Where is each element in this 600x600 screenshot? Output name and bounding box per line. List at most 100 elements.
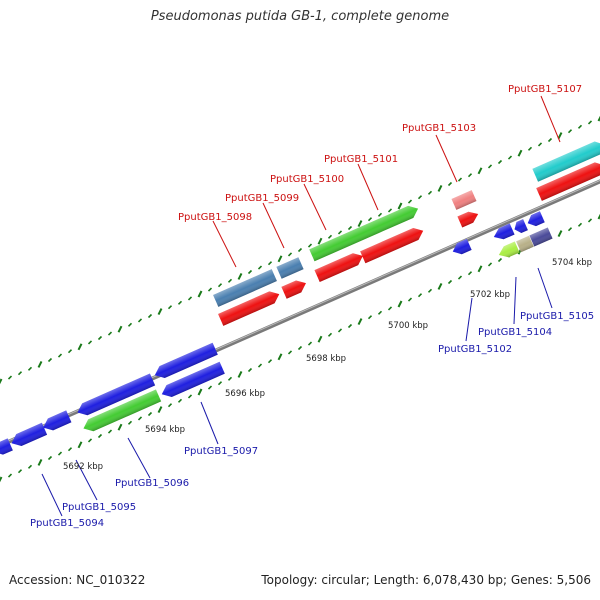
- genome-summary: Topology: circular; Length: 6,078,430 bp…: [261, 573, 591, 587]
- gene-label: PputGB1_5100: [270, 174, 344, 185]
- gene-label: PputGB1_5094: [30, 518, 104, 529]
- connector-5095: [75, 459, 98, 501]
- label-connectors: [41, 95, 561, 517]
- cds-blue-shading: [154, 342, 218, 379]
- tick-mark: [177, 398, 183, 403]
- cds-red: [360, 227, 424, 264]
- tick-mark: [117, 325, 123, 333]
- cds-blue-shading: [161, 361, 225, 398]
- tick-mark: [547, 137, 553, 143]
- tick-mark: [157, 308, 163, 316]
- tick-mark: [67, 349, 73, 354]
- connector-5097: [200, 401, 219, 445]
- tick-mark: [187, 296, 193, 301]
- tick-mark: [107, 429, 113, 434]
- tick-mark: [447, 181, 453, 187]
- tick-mark: [447, 279, 453, 285]
- tick-mark: [57, 451, 63, 456]
- tick-mark: [507, 155, 513, 160]
- tick-mark: [297, 345, 303, 351]
- tick-mark: [237, 370, 243, 378]
- tick-mark: [157, 406, 163, 414]
- cds-cyan: [532, 141, 600, 182]
- connector-5100: [303, 183, 327, 231]
- tick-mark: [377, 212, 383, 217]
- tick-mark: [347, 225, 353, 231]
- cds-purple: [529, 227, 553, 247]
- cds-purple-shading: [529, 227, 553, 247]
- cds-steel-shading: [276, 257, 304, 279]
- kbp-label: 5704 kbp: [552, 258, 592, 268]
- tick-mark: [37, 360, 43, 368]
- cds-blue-shading: [11, 422, 48, 446]
- tick-mark: [57, 353, 63, 358]
- tick-mark: [127, 420, 133, 425]
- kbp-label: 5698 kbp: [306, 354, 346, 364]
- cds-blue: [527, 211, 545, 227]
- connector-5096: [127, 437, 151, 479]
- cds-features: [0, 141, 600, 455]
- tick-mark: [27, 366, 33, 371]
- tick-mark: [597, 115, 600, 122]
- tick-mark: [467, 271, 473, 276]
- cds-blue: [11, 422, 48, 446]
- cds-lime: [498, 241, 520, 258]
- tick-mark: [287, 252, 293, 257]
- cds-blue: [154, 342, 218, 379]
- tick-mark: [307, 243, 313, 248]
- cds-blue-shading: [527, 211, 545, 227]
- tick-mark: [487, 164, 493, 169]
- gene-label: PputGB1_5098: [178, 212, 252, 223]
- cds-red: [218, 291, 280, 326]
- tick-mark: [357, 318, 363, 326]
- tick-mark: [147, 411, 153, 417]
- cds-red: [281, 280, 306, 299]
- cds-blue: [0, 438, 13, 455]
- tick-mark: [327, 332, 333, 337]
- cds-blue: [43, 410, 72, 431]
- tick-mark: [427, 190, 433, 195]
- tick-mark: [127, 322, 133, 327]
- cds-red: [457, 211, 479, 228]
- tick-mark: [207, 287, 213, 292]
- tick-mark: [597, 213, 600, 220]
- tick-mark: [187, 394, 193, 399]
- gene-label: PputGB1_5101: [324, 154, 398, 165]
- cds-blue-shading: [493, 223, 515, 240]
- cds-green: [309, 205, 419, 262]
- cds-pink: [451, 190, 477, 210]
- cds-blue-shading: [77, 373, 156, 416]
- cds-blue-shading: [514, 219, 528, 233]
- cds-steel-shading: [213, 269, 277, 307]
- tick-mark: [407, 297, 413, 302]
- tick-mark: [557, 132, 563, 140]
- tick-mark: [197, 388, 203, 396]
- tick-mark: [7, 375, 13, 380]
- tick-mark: [0, 476, 3, 483]
- tick-mark: [317, 237, 323, 245]
- tick-mark: [407, 199, 413, 204]
- tick-mark: [417, 195, 423, 200]
- tick-mark: [267, 359, 273, 364]
- cds-blue: [493, 223, 515, 240]
- connector-5101: [357, 163, 379, 211]
- connector-5107: [540, 95, 561, 143]
- upper-tick-track: [0, 115, 600, 385]
- tick-mark: [527, 146, 533, 151]
- tick-mark: [557, 230, 563, 238]
- tick-mark: [227, 376, 233, 381]
- cds-red-shading: [281, 280, 306, 299]
- tick-mark: [167, 305, 173, 310]
- tick-mark: [147, 313, 153, 319]
- gene-label: PputGB1_5095: [62, 502, 136, 513]
- cds-steel: [276, 257, 304, 279]
- cds-blue: [514, 219, 528, 233]
- gene-label: PputGB1_5097: [184, 446, 258, 457]
- gene-label: PputGB1_5105: [520, 311, 594, 322]
- cds-red-shading: [536, 162, 600, 201]
- tick-mark: [437, 282, 443, 290]
- tick-mark: [567, 227, 573, 232]
- cds-blue: [452, 238, 472, 255]
- cds-red-shading: [218, 291, 280, 326]
